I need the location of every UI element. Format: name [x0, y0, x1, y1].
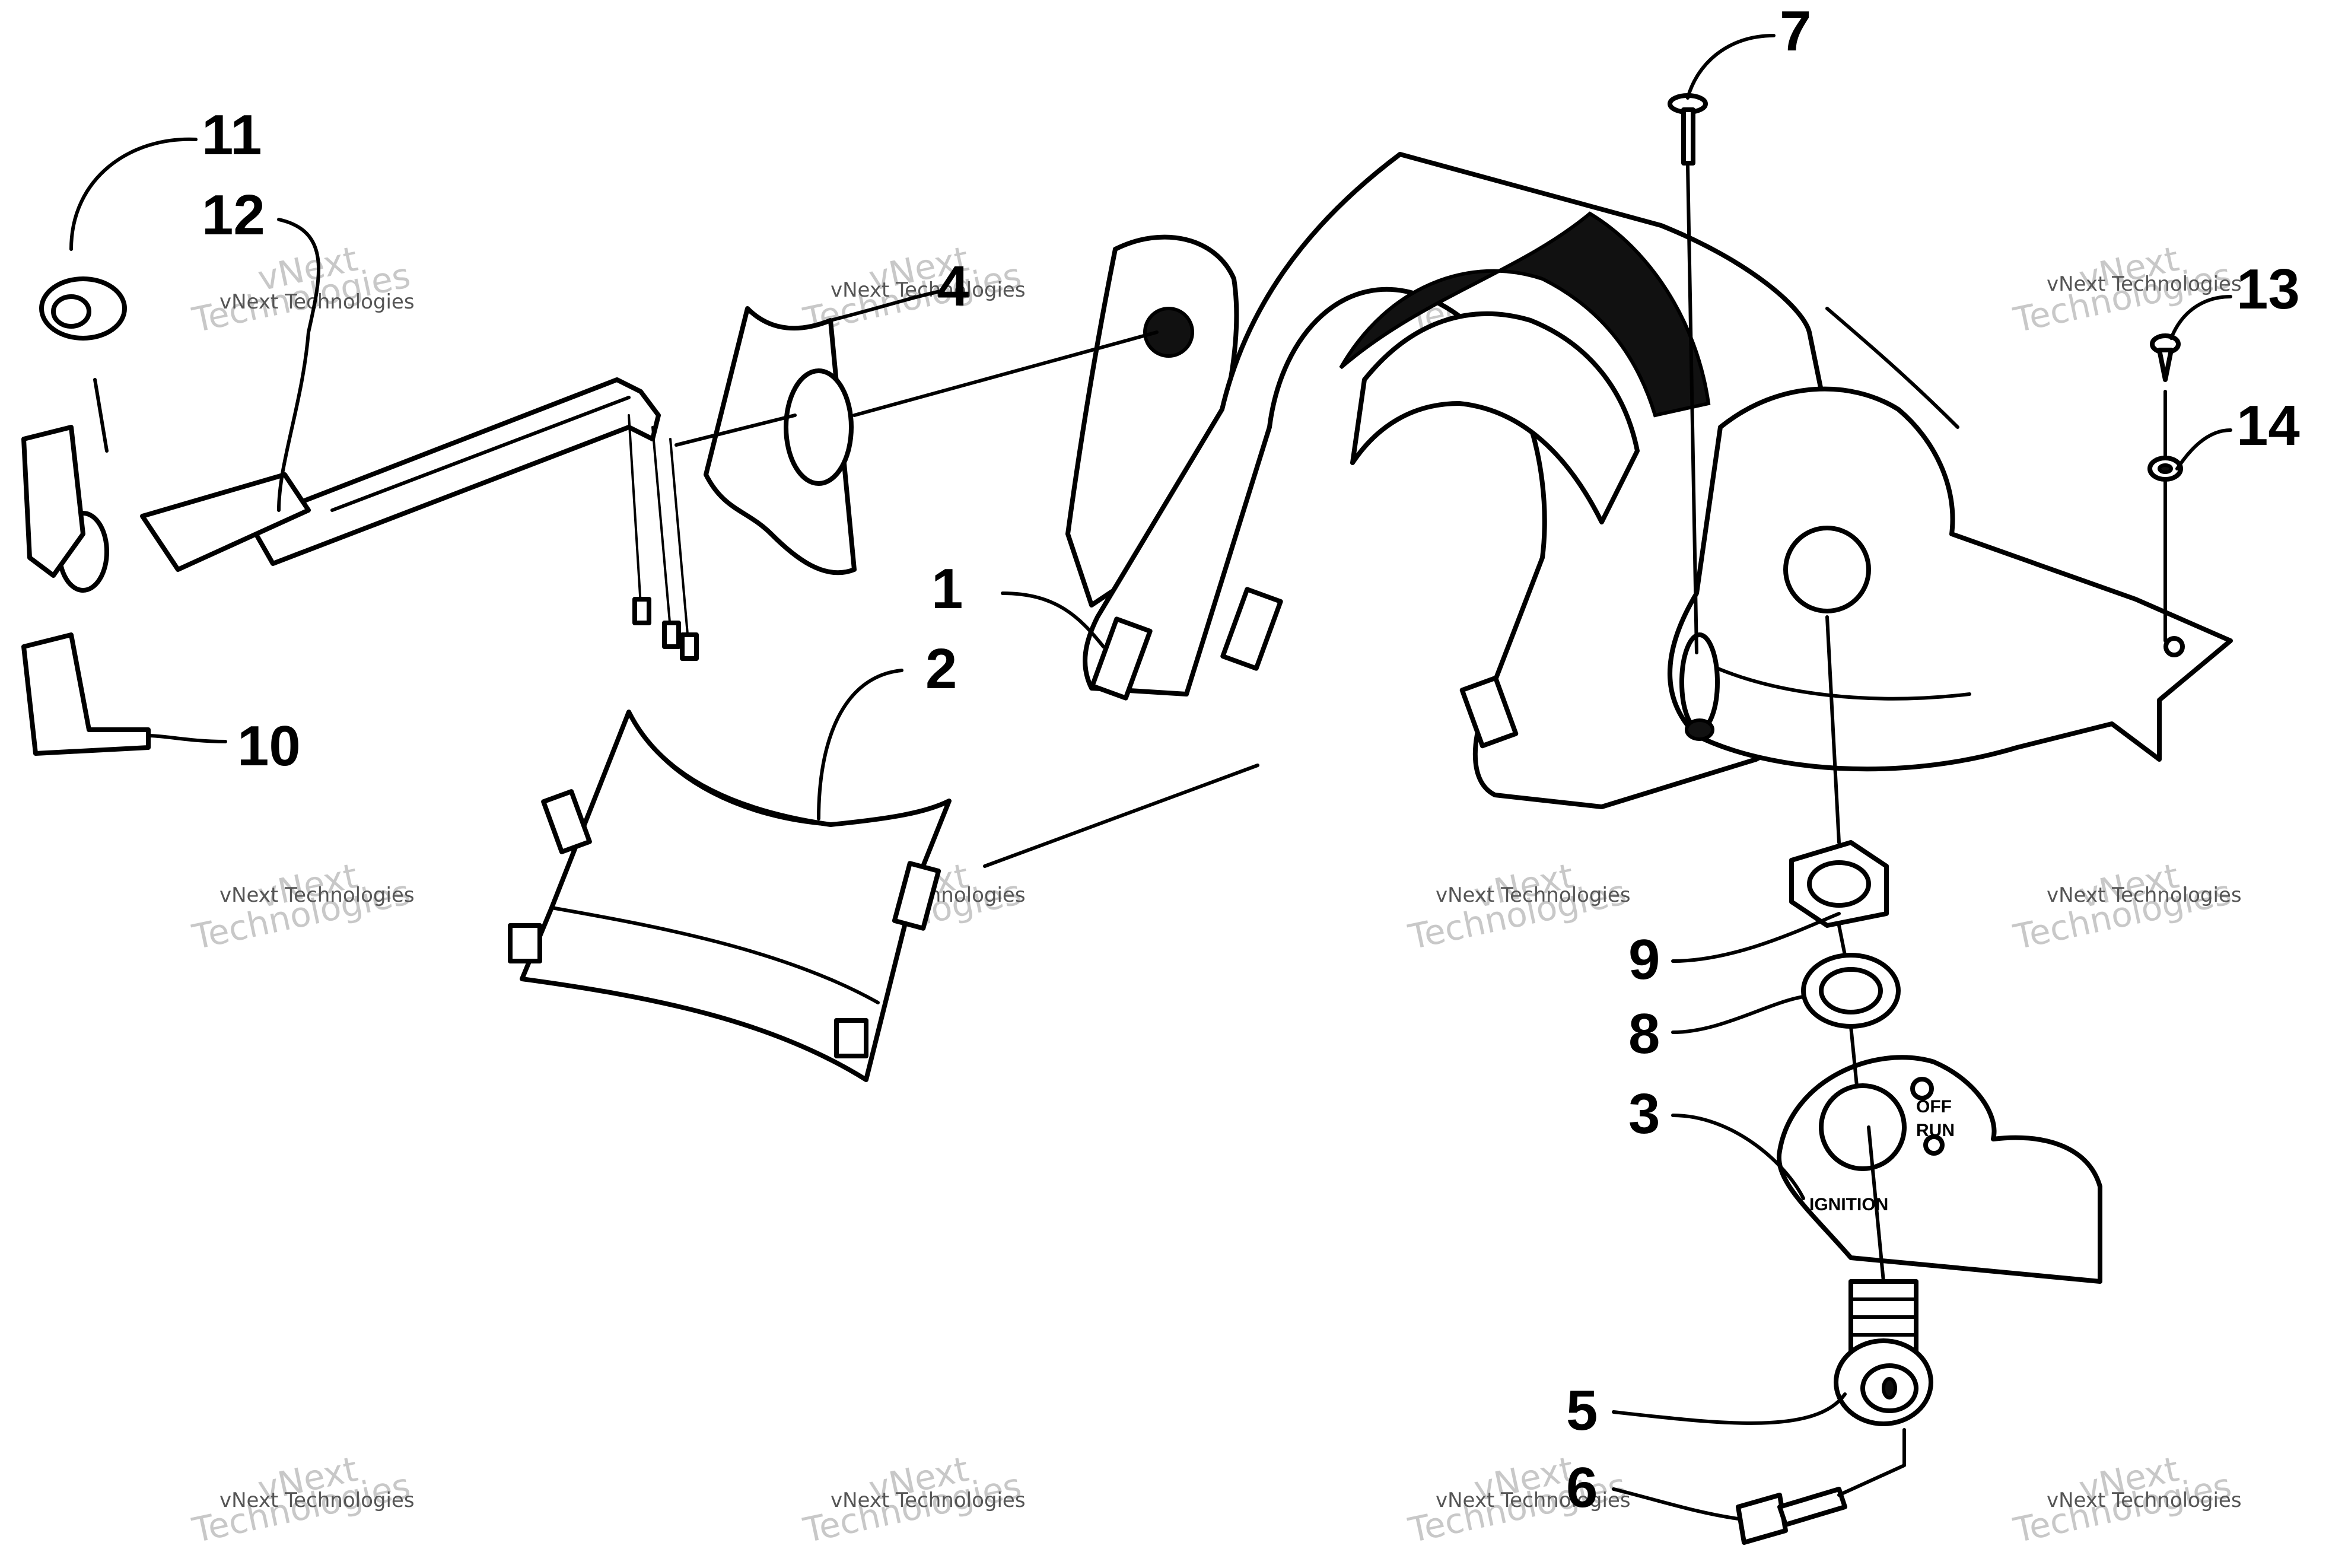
- watermark: Technologies vNext vNext Technologies: [189, 855, 415, 958]
- callout-3: 3: [1628, 1082, 1660, 1146]
- svg-text:vNext Technologies: vNext Technologies: [2047, 1489, 2242, 1512]
- svg-text:vNext Technologies: vNext Technologies: [1436, 1489, 1631, 1512]
- watermark: Technologies vNext vNext Technologies: [2010, 855, 2242, 958]
- part-control-assembly: [21, 276, 699, 756]
- svg-text:vNext Technologies: vNext Technologies: [831, 278, 1026, 302]
- callout-13: 13: [2236, 257, 2300, 321]
- part-key: [1736, 1487, 1847, 1545]
- callout-2: 2: [925, 637, 957, 701]
- callout-numbers: 1 2 3 4 5 6 7 8 9 10 11 12 13 14: [202, 0, 2300, 1519]
- part-ignition-plate: OFF RUN IGNITION: [1776, 1055, 2102, 1284]
- housing-screw-slot: [1679, 632, 1720, 732]
- watermark: Technologies vNext vNext Technologies: [2010, 1449, 2242, 1551]
- watermark: Technologies vNext vNext Technologies: [800, 1449, 1026, 1551]
- svg-text:vNext Technologies: vNext Technologies: [2047, 272, 2242, 296]
- housing-left-hole: [1143, 307, 1194, 358]
- callout-5: 5: [1566, 1379, 1598, 1442]
- callout-7: 7: [1780, 0, 1811, 63]
- watermark: Technologies vNext vNext Technologies: [189, 238, 415, 341]
- control-lever-upper: [21, 425, 85, 578]
- part-hex-nut: [1789, 840, 1889, 928]
- housing-switch-hole: [1783, 526, 1871, 613]
- callout-12: 12: [202, 183, 265, 247]
- svg-text:vNext Technologies: vNext Technologies: [219, 1489, 415, 1512]
- part-lower-cover: [508, 710, 952, 1082]
- watermark: Technologies vNext vNext Technologies: [1405, 855, 1631, 958]
- callout-6: 6: [1566, 1456, 1598, 1519]
- part-washer-14: [2147, 456, 2183, 482]
- watermark: Technologies vNext vNext Technologies: [2010, 238, 2242, 341]
- part-lock-washer: [1801, 953, 1901, 1029]
- part-screw-7: [1668, 93, 1708, 166]
- part-screw-13: [2150, 333, 2181, 382]
- plate-run-label: RUN: [1916, 1121, 1955, 1140]
- callout-11: 11: [202, 103, 262, 167]
- callout-1: 1: [931, 557, 963, 621]
- svg-text:vNext Technologies: vNext Technologies: [1436, 883, 1631, 907]
- svg-text:vNext Technologies: vNext Technologies: [2047, 883, 2242, 907]
- part-console-housing: [1065, 152, 2233, 809]
- assembly-lines: [93, 164, 2167, 1283]
- callout-4: 4: [937, 255, 969, 318]
- callout-leaders: [69, 34, 2232, 1521]
- part-ignition-switch: [1834, 1279, 1933, 1426]
- svg-text:vNext Technologies: vNext Technologies: [831, 1489, 1026, 1512]
- control-lever-lower: [21, 632, 151, 756]
- callout-8: 8: [1628, 1002, 1660, 1066]
- callout-10: 10: [237, 714, 301, 778]
- callout-9: 9: [1628, 928, 1660, 991]
- svg-text:vNext Technologies: vNext Technologies: [219, 883, 415, 907]
- callout-14: 14: [2236, 394, 2300, 457]
- watermark: Technologies vNext vNext Technologies: [189, 1449, 415, 1551]
- watermark: Technologies vNext vNext Technologies: [800, 238, 1026, 341]
- part-left-decal: [704, 306, 857, 575]
- plate-off-label: OFF: [1916, 1097, 1952, 1117]
